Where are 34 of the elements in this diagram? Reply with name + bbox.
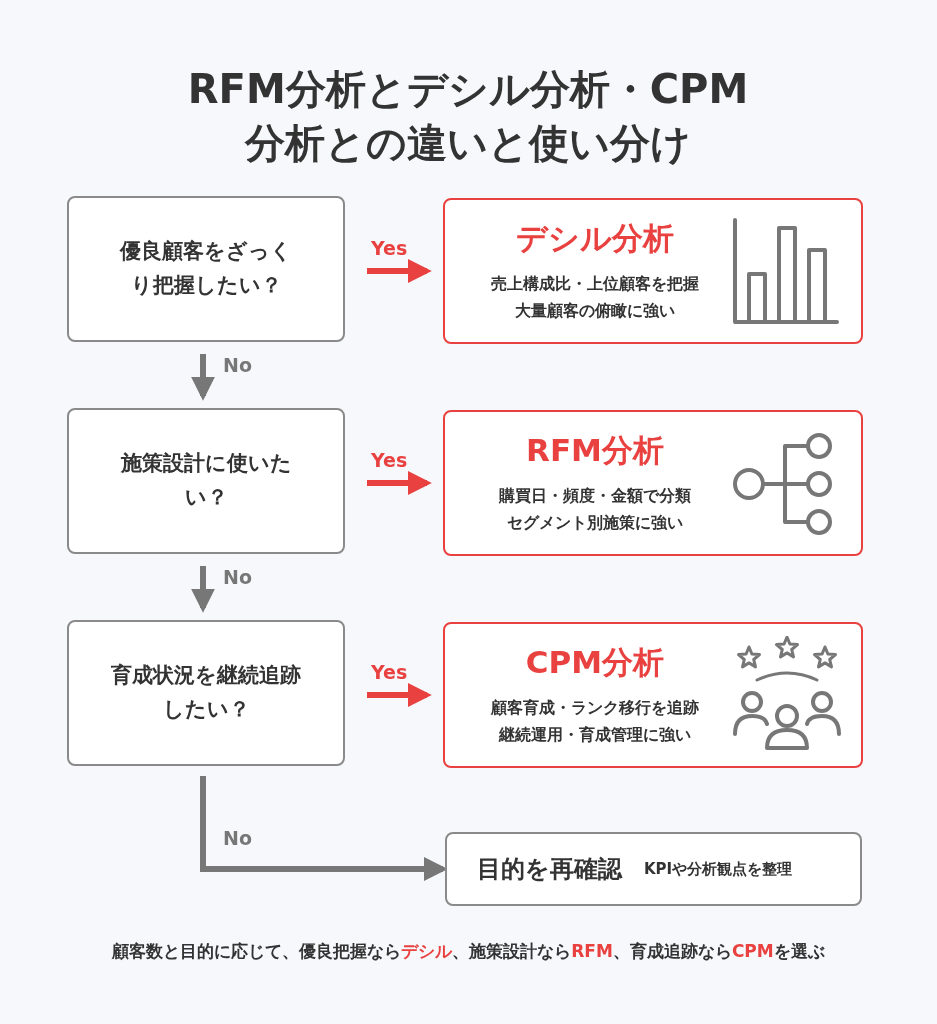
arrow	[191, 354, 215, 401]
result-description: 購買日・頻度・金額で分類	[498, 486, 692, 507]
question-text: 優良顧客をざっくり把握したい？	[118, 238, 293, 299]
result-box	[443, 198, 863, 344]
arrow	[367, 683, 432, 707]
arrow	[191, 566, 215, 613]
result-description: 大量顧客の俯瞰に強い	[514, 301, 676, 322]
question-text: 育成状況を継続追跡したい？	[111, 662, 301, 723]
result-box	[443, 410, 863, 556]
result-heading: デシル分析	[515, 219, 675, 258]
question-box	[67, 196, 345, 342]
end-box	[445, 832, 862, 906]
result-heading: RFM分析	[525, 431, 665, 470]
question-box	[67, 408, 345, 554]
question-box	[67, 620, 345, 766]
result-box	[443, 622, 863, 768]
end-heading: 目的を再確認	[477, 854, 622, 885]
result-description: セグメント別施策に強い	[506, 513, 684, 534]
question-text: 施策設計に使いたい？	[119, 450, 293, 511]
result-description: 顧客育成・ランク移行を追跡	[489, 698, 700, 719]
arrow	[367, 259, 432, 283]
edge-label: No	[223, 827, 252, 849]
result-heading: CPM分析	[524, 643, 666, 682]
edge-label: Yes	[371, 661, 408, 683]
result-description: 継続運用・育成管理に強い	[497, 725, 692, 746]
arrow	[367, 471, 432, 495]
edge-label: No	[223, 354, 252, 376]
edge-label: Yes	[371, 237, 408, 259]
end-note: KPIや分析観点を整理	[644, 859, 793, 879]
result-description: 売上構成比・上位顧客を把握	[490, 274, 700, 295]
caption: 顧客数と目的に応じて、優良把握ならデシル、施策設計ならRFM、育成追跡ならCPMを選ぶ	[111, 940, 826, 963]
edge-label: No	[223, 566, 252, 588]
title: RFM分析とデシル分析・CPM分析との違いと使い分け	[186, 65, 750, 168]
edge-label: Yes	[371, 449, 408, 471]
